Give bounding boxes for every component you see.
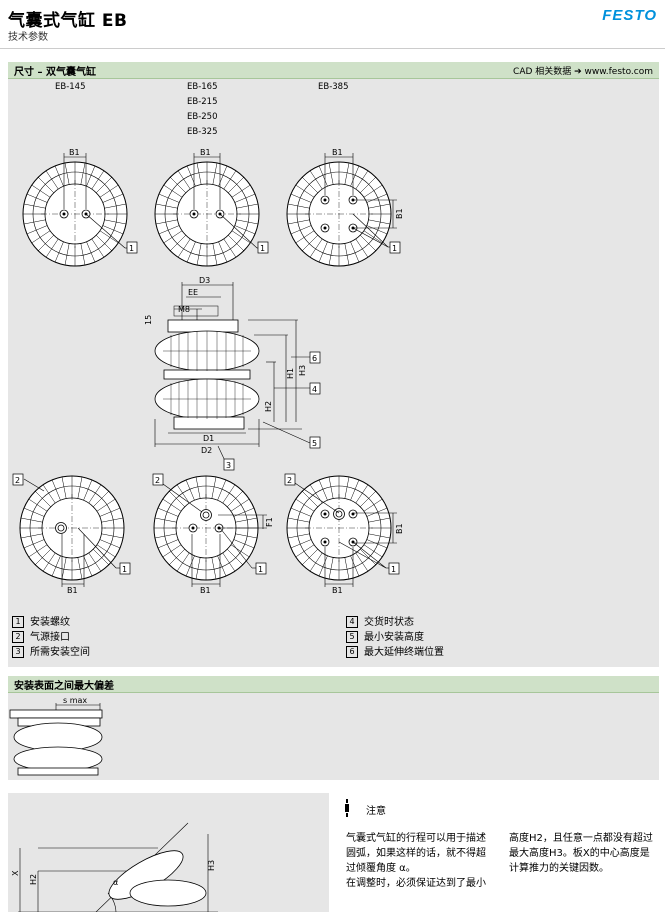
legend-num-2: 2 <box>12 631 24 643</box>
deviation-drawing-area <box>8 693 659 780</box>
dim-d1: D1 <box>203 434 214 443</box>
legend-text-5: 最小安装高度 <box>364 632 424 643</box>
dim-m8: M8 <box>178 305 190 314</box>
cad-link[interactable]: CAD 相关数据 ➔ www.festo.com <box>513 67 653 77</box>
note-left-line-2: 圆弧，如果这样的话，就不得超 <box>346 848 486 859</box>
model-label-eb215: EB-215 <box>187 97 218 107</box>
tilt-drawing: X H2 H3 α <box>11 822 218 912</box>
dim-h1: H1 <box>286 368 295 379</box>
callout-2-a: 2 <box>15 476 20 485</box>
top-view-eb165 <box>154 161 260 267</box>
legend-num-5: 5 <box>346 631 358 643</box>
note-title: 注意 <box>366 806 386 817</box>
note-right-column: 高度H2，且任意一点都没有超过 最大高度H3。板X的中心高度是 计算推力的关键因… <box>509 831 659 876</box>
dim-smax: s max <box>63 696 87 705</box>
legend-num-1: 1 <box>12 616 24 628</box>
callout-4: 4 <box>312 385 317 394</box>
dim-b1-1: B1 <box>69 148 80 157</box>
legend-text-6: 最大延伸终端位置 <box>364 647 444 658</box>
dim-h2-tilt: H2 <box>29 874 38 885</box>
note-left-line-1: 气囊式气缸的行程可以用于描述 <box>346 833 486 844</box>
callout-1-b: 1 <box>260 244 265 253</box>
model-label-eb385: EB-385 <box>318 82 349 92</box>
callout-6: 6 <box>312 354 317 363</box>
dim-d2: D2 <box>201 446 212 455</box>
legend-text-4: 交货时状态 <box>364 617 414 628</box>
callout-1-c: 1 <box>392 244 397 253</box>
dim-b1-8: B1 <box>395 523 404 534</box>
dim-ee: EE <box>188 288 198 297</box>
dim-h3: H3 <box>298 365 307 376</box>
legend-num-6: 6 <box>346 646 358 658</box>
callout-1-a: 1 <box>129 244 134 253</box>
legend-text-1: 安装螺纹 <box>30 617 70 628</box>
legend-text-2: 气源接口 <box>30 632 70 643</box>
legend-item-5: 5 最小安装高度 <box>346 628 424 643</box>
section-bar-deviation: 安装表面之间最大偏差 <box>8 676 659 693</box>
page-subtitle: 技术参数 <box>8 32 48 43</box>
legend-num-3: 3 <box>12 646 24 658</box>
attention-icon <box>342 799 352 817</box>
festo-logo: FESTO <box>602 7 657 24</box>
dim-h3-tilt: H3 <box>207 860 216 871</box>
note-left-line-3: 过倾覆角度 α。 <box>346 863 416 874</box>
dim-f1: F1 <box>265 517 274 527</box>
header-divider <box>0 48 665 49</box>
legend-item-1: 1 安装螺纹 <box>12 613 70 628</box>
note-left-column: 气囊式气缸的行程可以用于描述 圆弧，如果这样的话，就不得超 过倾覆角度 α。 在… <box>346 831 496 891</box>
note-left-line-4: 在调整时，必须保证达到了最小 <box>346 878 486 889</box>
dim-b1-6: B1 <box>200 586 211 595</box>
callout-1-d: 1 <box>122 565 127 574</box>
section-title-deviation: 安装表面之间最大偏差 <box>14 681 114 692</box>
deviation-drawing: s max <box>9 696 103 776</box>
dim-b1-3: B1 <box>332 148 343 157</box>
dim-b1-2: B1 <box>200 148 211 157</box>
legend-item-3: 3 所需安装空间 <box>12 643 90 658</box>
callout-1-f: 1 <box>391 565 396 574</box>
top-view-eb145 <box>22 161 128 267</box>
bottom-view-eb385 <box>286 475 392 581</box>
dim-x: X <box>11 870 20 876</box>
dim-d3: D3 <box>199 276 210 285</box>
dim-b1-5: B1 <box>67 586 78 595</box>
model-label-eb325: EB-325 <box>187 127 218 137</box>
dim-15: 15 <box>144 315 153 325</box>
page-title: 气囊式气缸 EB <box>8 11 128 31</box>
callout-2-b: 2 <box>155 476 160 485</box>
note-right-line-1: 高度H2，且任意一点都没有超过 <box>509 833 653 844</box>
callout-5: 5 <box>312 439 317 448</box>
callout-3: 3 <box>226 461 231 470</box>
legend-item-6: 6 最大延伸终端位置 <box>346 643 444 658</box>
note-right-line-2: 最大高度H3。板X的中心高度是 <box>509 848 650 859</box>
section-bar-dimensions: 尺寸 – 双气囊气缸 CAD 相关数据 ➔ www.festo.com <box>8 62 659 79</box>
model-label-eb145: EB-145 <box>55 82 86 92</box>
dim-b1-4: B1 <box>395 208 404 219</box>
dim-b1-7: B1 <box>332 586 343 595</box>
note-right-line-3: 计算推力的关键因数。 <box>509 863 609 874</box>
legend-text-3: 所需安装空间 <box>30 647 90 658</box>
section-title-dimensions: 尺寸 – 双气囊气缸 <box>14 67 96 78</box>
callout-1-e: 1 <box>258 565 263 574</box>
technical-drawing: B1 B1 B1 B1 1 1 1 <box>12 148 404 595</box>
model-label-eb165: EB-165 <box>187 82 218 92</box>
legend-num-4: 4 <box>346 616 358 628</box>
dim-alpha: α <box>113 878 118 887</box>
dim-h2: H2 <box>264 401 273 412</box>
callout-2-c: 2 <box>287 476 292 485</box>
legend-item-4: 4 交货时状态 <box>346 613 414 628</box>
top-view-eb385 <box>286 161 392 267</box>
bottom-view-eb145 <box>19 475 125 581</box>
legend-item-2: 2 气源接口 <box>12 628 70 643</box>
model-label-eb250: EB-250 <box>187 112 218 122</box>
